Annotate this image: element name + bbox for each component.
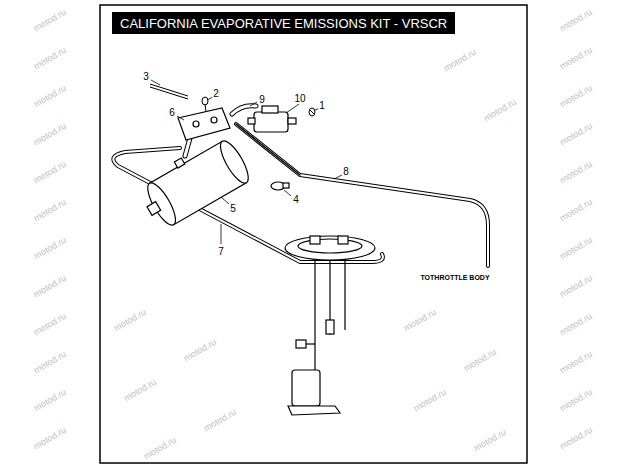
callout-number: 9 (258, 94, 266, 105)
watermark-text: motod.ru (32, 235, 68, 261)
callout-number: 3 (142, 71, 150, 82)
watermark-text: motod.ru (558, 121, 594, 147)
watermark-text: motod.ru (558, 7, 594, 33)
watermark-text: motod.ru (122, 377, 158, 403)
callout-number: 1 (318, 100, 326, 111)
watermark-text: motod.ru (558, 425, 594, 451)
watermark-text: motod.ru (32, 197, 68, 223)
callout-number: 6 (168, 107, 176, 118)
watermark-text: motod.ru (32, 273, 68, 299)
watermark-text: motod.ru (182, 337, 218, 363)
callout-number: 8 (342, 166, 350, 177)
watermark-text: motod.ru (558, 45, 594, 71)
fuel-pump (285, 236, 375, 415)
purge-valve (248, 106, 296, 132)
watermark-text: motod.ru (472, 427, 508, 453)
watermark-text: motod.ru (558, 387, 594, 413)
watermark-text: motod.ru (202, 407, 238, 433)
hose-clip (271, 182, 289, 190)
watermark-text: motod.ru (32, 121, 68, 147)
canister (135, 132, 254, 232)
callout-number: 4 (292, 194, 300, 205)
callout-number: 7 (217, 246, 225, 257)
watermark-text: motod.ru (32, 83, 68, 109)
cable-strap (150, 84, 188, 99)
hose-lines (113, 106, 488, 266)
frame-border (100, 5, 527, 463)
watermark-text: motod.ru (32, 45, 68, 71)
watermark-text: motod.ru (112, 307, 148, 333)
title-band: CALIFORNIA EVAPORATIVE EMISSIONS KIT - V… (112, 12, 455, 34)
title-text: CALIFORNIA EVAPORATIVE EMISSIONS KIT - V… (120, 16, 447, 31)
watermark-text: motod.ru (462, 347, 498, 373)
callout-number: 10 (293, 93, 306, 104)
watermark-text: motod.ru (558, 83, 594, 109)
screw (309, 108, 315, 116)
watermark-text: motod.ru (482, 97, 518, 123)
callout-number: 2 (212, 88, 220, 99)
watermark-text: motod.ru (412, 387, 448, 413)
watermark-text: motod.ru (558, 197, 594, 223)
watermark-text: motod.ru (32, 7, 68, 33)
watermark-text: motod.ru (32, 159, 68, 185)
screw (202, 97, 208, 112)
watermark-text: motod.ru (558, 349, 594, 375)
watermark-text: motod.ru (32, 349, 68, 375)
watermark-text: motod.ru (142, 435, 178, 461)
watermark-text: motod.ru (558, 235, 594, 261)
watermark-text: motod.ru (442, 47, 478, 73)
watermark-text: motod.ru (402, 307, 438, 333)
watermark-text: motod.ru (32, 311, 68, 337)
watermark-text: motod.ru (558, 159, 594, 185)
watermark-text: motod.ru (558, 311, 594, 337)
callout-number: 5 (229, 203, 237, 214)
watermark-text: motod.ru (32, 425, 68, 451)
watermark-text: motod.ru (32, 387, 68, 413)
solenoid-bracket (178, 108, 230, 140)
destination-note: TOTHROTTLE BODY (419, 273, 490, 282)
leader-lines (151, 80, 342, 244)
watermark-text: motod.ru (558, 273, 594, 299)
